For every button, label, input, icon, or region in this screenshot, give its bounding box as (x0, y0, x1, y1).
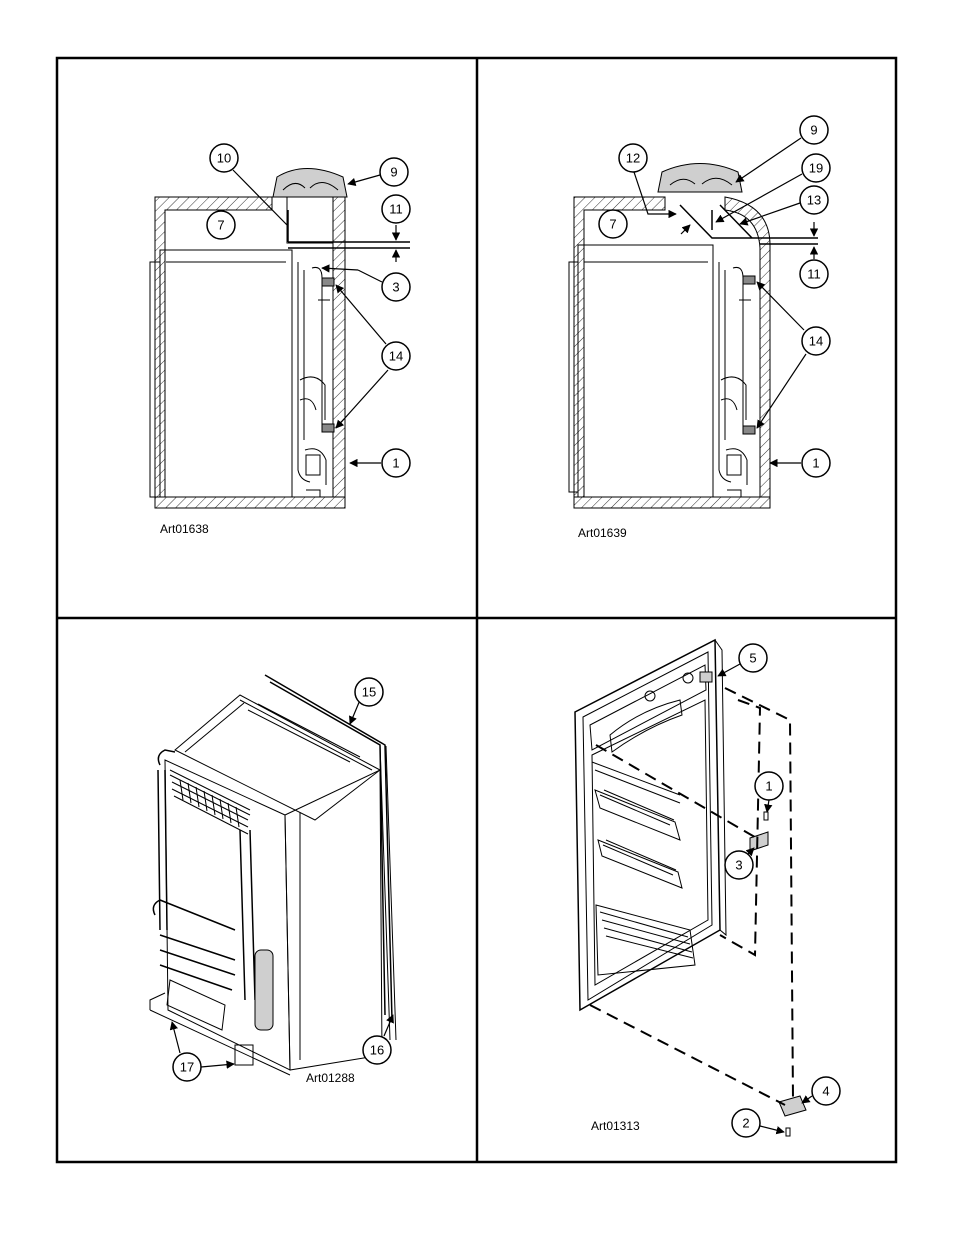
callout-11 (381, 194, 411, 224)
art-label-2: Art01639 (578, 526, 627, 540)
svg-text:11: 11 (807, 267, 821, 282)
panel-3-callouts: 15 16 17 Art01288 (169, 677, 394, 1085)
callout-5 (738, 643, 768, 673)
callout-16 (362, 1035, 392, 1065)
callout-1 (381, 448, 411, 478)
callout-19 (801, 153, 831, 183)
svg-text:7: 7 (609, 217, 616, 232)
callout-13 (799, 185, 829, 215)
roof-vent-cap-2 (657, 163, 743, 193)
svg-text:5: 5 (749, 651, 756, 666)
svg-text:1: 1 (812, 456, 819, 471)
svg-text:1: 1 (765, 779, 772, 794)
svg-text:3: 3 (392, 280, 399, 295)
svg-text:3: 3 (735, 858, 742, 873)
art-label-4: Art01313 (591, 1119, 640, 1133)
callout-1c (754, 771, 784, 801)
callout-7b (598, 209, 628, 239)
svg-text:9: 9 (810, 123, 817, 138)
panel-4-callouts: 5 1 3 4 2 Art01313 (591, 643, 841, 1138)
callout-3 (381, 272, 411, 302)
callout-17 (172, 1052, 202, 1082)
callout-15 (354, 677, 384, 707)
callout-1b (801, 448, 831, 478)
art-label-1: Art01638 (160, 522, 209, 536)
bracket-part (749, 831, 769, 852)
callout-4 (811, 1076, 841, 1106)
callout-11b (799, 259, 829, 289)
svg-text:10: 10 (217, 151, 231, 166)
panel-1-callouts: 10 9 7 11 3 14 1 Art01638 (160, 143, 411, 536)
panel-3-rear-isometric (149, 674, 397, 1076)
svg-text:4: 4 (822, 1084, 829, 1099)
svg-text:1: 1 (392, 456, 399, 471)
callout-9 (379, 157, 409, 187)
svg-text:14: 14 (389, 349, 403, 364)
panel-1-side-section (149, 168, 410, 509)
callout-9b (799, 115, 829, 145)
callout-2 (731, 1108, 761, 1138)
bracket-part-lower (778, 1095, 807, 1117)
svg-text:13: 13 (807, 193, 821, 208)
callout-14b (801, 326, 831, 356)
svg-text:2: 2 (742, 1116, 749, 1131)
callout-14 (381, 341, 411, 371)
panel-2-side-section (568, 163, 818, 509)
art-label-3: Art01288 (306, 1071, 355, 1085)
svg-text:16: 16 (370, 1043, 384, 1058)
svg-text:19: 19 (809, 161, 823, 176)
svg-text:7: 7 (217, 218, 224, 233)
svg-text:15: 15 (362, 685, 376, 700)
svg-text:17: 17 (180, 1060, 194, 1075)
roof-vent-cap (272, 168, 348, 198)
svg-text:14: 14 (809, 334, 823, 349)
callout-12 (618, 143, 648, 173)
svg-text:9: 9 (390, 165, 397, 180)
svg-text:12: 12 (626, 151, 640, 166)
callout-3c (724, 850, 754, 880)
panel-2-callouts: 9 12 19 7 13 11 14 1 Art01639 (578, 115, 831, 540)
callout-7 (206, 210, 236, 240)
callout-10 (209, 143, 239, 173)
panel-4-front-isometric (574, 638, 807, 1137)
svg-text:11: 11 (389, 202, 403, 217)
